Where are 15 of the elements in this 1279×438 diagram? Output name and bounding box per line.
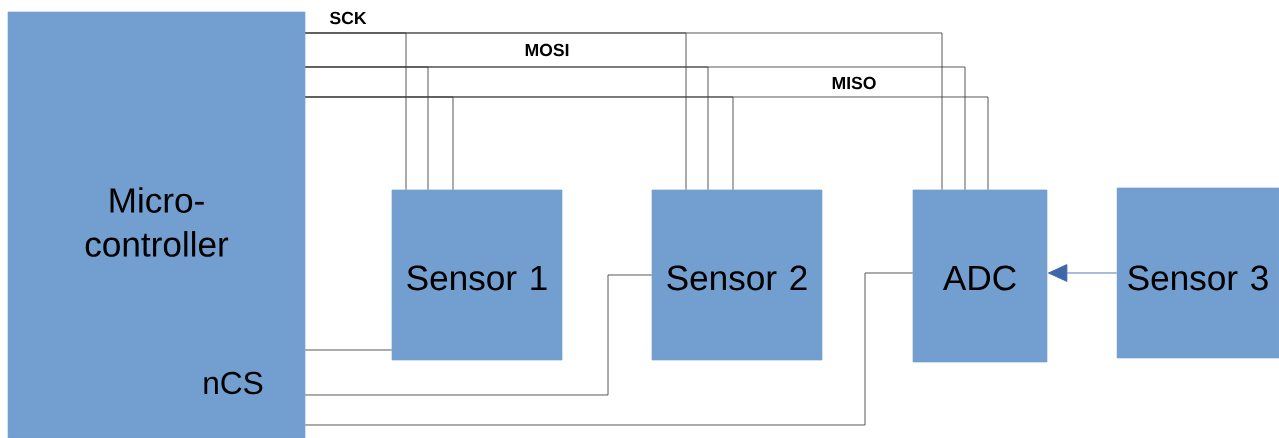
- signal-label: MOSI: [522, 42, 572, 58]
- signal-label: SCK: [327, 10, 369, 26]
- signal-label: MISO: [829, 75, 879, 91]
- arrow: [1047, 264, 1118, 282]
- component-box: ADC: [912, 189, 1048, 363]
- signal-line: [304, 66, 966, 191]
- signal-line: [304, 32, 943, 191]
- component-box: Micro- controller nCS: [7, 11, 306, 438]
- signal-line: [304, 96, 989, 191]
- signal-line: [304, 274, 653, 396]
- signal-line: [304, 272, 914, 426]
- component-box: Sensor 3: [1116, 187, 1279, 359]
- component-box: Sensor 1: [391, 189, 563, 361]
- component-box: Sensor 2: [651, 189, 823, 361]
- signal-line: [304, 349, 393, 351]
